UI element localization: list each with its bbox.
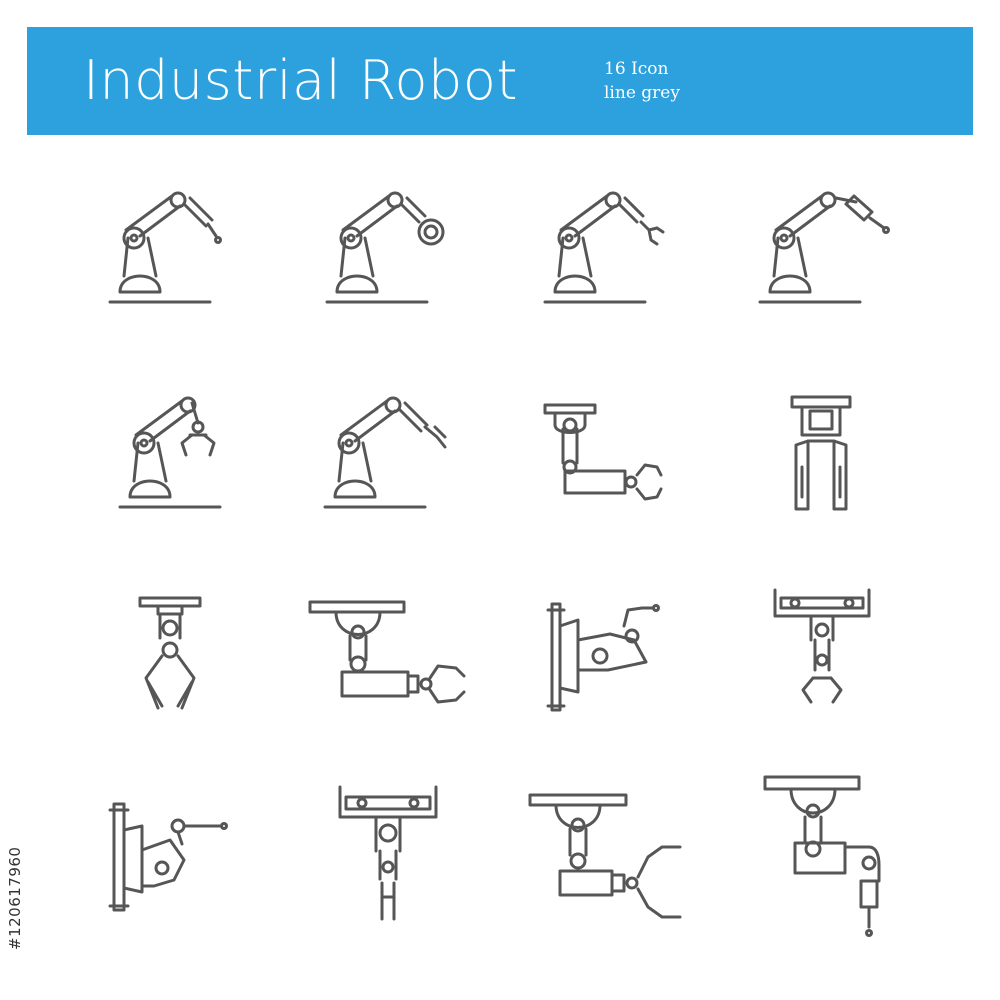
header-banner: Industrial Robot 16 Icon line grey <box>27 27 973 135</box>
ceiling-large-gripper-icon <box>528 793 682 919</box>
ceiling-arm-drill-icon <box>763 775 881 937</box>
stock-id-label: #120617960 <box>2 760 24 950</box>
gantry-fork-gripper-icon <box>338 785 438 921</box>
style-label: line grey <box>604 83 680 103</box>
icon-count-label: 16 Icon line grey <box>604 57 680 105</box>
wall-mounted-drill-robot-icon <box>108 802 228 912</box>
robot-arm-gripper-icon <box>543 191 665 304</box>
ceiling-claw-icon <box>138 596 202 710</box>
gantry-claw-icon <box>773 588 871 704</box>
ceiling-robot-gripper-icon <box>543 403 663 501</box>
robot-arm-drill-icon <box>108 191 222 304</box>
wall-mounted-drill-arm-icon <box>546 602 660 712</box>
stock-id-text: #120617960 <box>6 846 24 950</box>
robot-arm-claw-icon <box>118 396 222 509</box>
count-label: 16 Icon <box>604 59 669 79</box>
page-title: Industrial Robot <box>83 49 519 112</box>
robot-arm-saw-icon <box>325 191 445 304</box>
robot-arm-screwdriver-icon <box>758 191 890 304</box>
robot-arm-pincer-icon <box>323 396 447 509</box>
ceiling-arm-gripper-icon <box>308 600 466 704</box>
parallel-gripper-icon <box>790 395 852 511</box>
